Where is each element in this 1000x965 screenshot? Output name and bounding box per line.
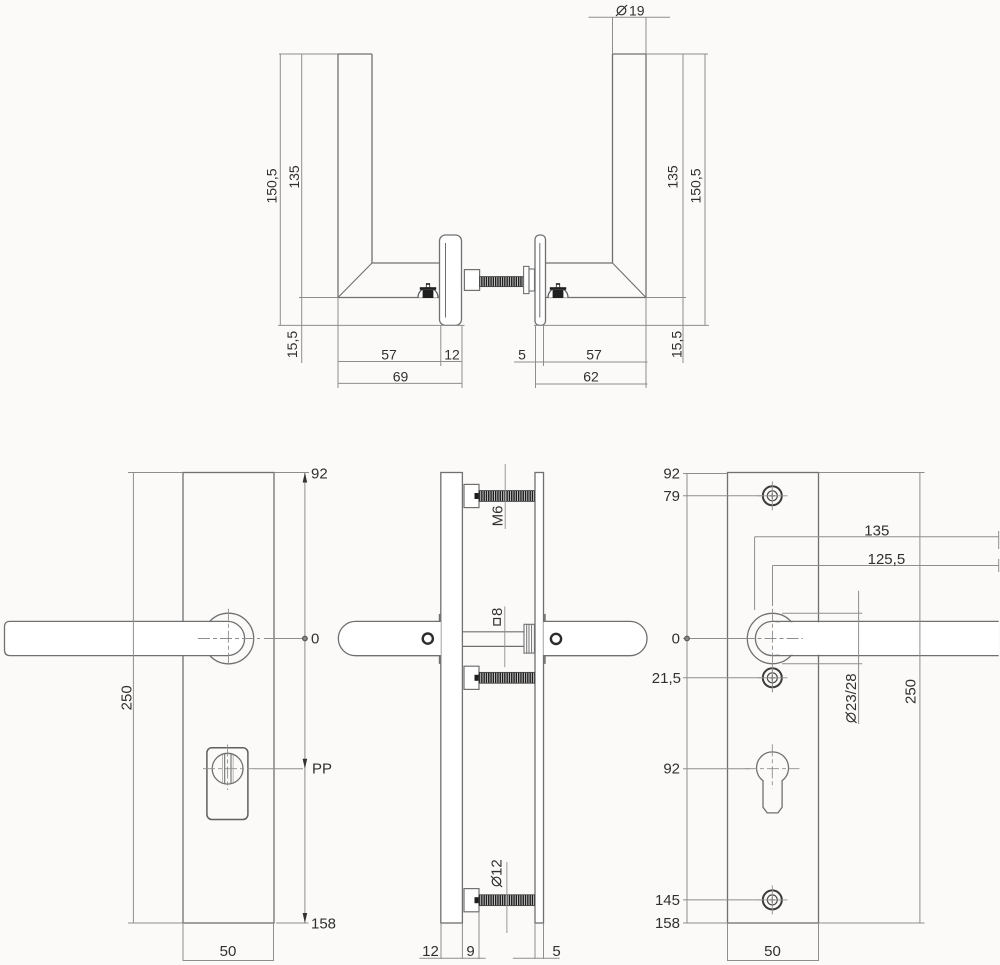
svg-text:23/28: 23/28 bbox=[843, 673, 860, 711]
svg-text:250: 250 bbox=[119, 685, 136, 710]
svg-text:12: 12 bbox=[444, 346, 460, 362]
svg-text:50: 50 bbox=[764, 943, 781, 960]
svg-text:145: 145 bbox=[655, 892, 680, 909]
svg-text:150,5: 150,5 bbox=[688, 168, 704, 203]
svg-text:135: 135 bbox=[665, 165, 681, 189]
svg-text:M6: M6 bbox=[490, 506, 507, 527]
svg-text:92: 92 bbox=[311, 466, 328, 483]
svg-text:12: 12 bbox=[489, 859, 506, 876]
svg-text:19: 19 bbox=[629, 2, 645, 18]
svg-text:50: 50 bbox=[220, 943, 237, 960]
svg-text:9: 9 bbox=[466, 943, 474, 960]
svg-text:62: 62 bbox=[583, 369, 599, 385]
svg-text:5: 5 bbox=[552, 943, 560, 960]
svg-text:250: 250 bbox=[903, 679, 920, 704]
svg-text:57: 57 bbox=[586, 347, 602, 363]
svg-text:79: 79 bbox=[663, 488, 680, 505]
svg-text:135: 135 bbox=[864, 522, 889, 539]
svg-text:125,5: 125,5 bbox=[868, 551, 906, 568]
svg-text:92: 92 bbox=[663, 761, 680, 778]
svg-text:69: 69 bbox=[393, 368, 409, 384]
svg-text:15,5: 15,5 bbox=[669, 331, 685, 358]
svg-text:0: 0 bbox=[672, 631, 680, 648]
svg-text:150,5: 150,5 bbox=[264, 168, 280, 203]
svg-text:8: 8 bbox=[489, 608, 506, 616]
svg-text:PP: PP bbox=[312, 761, 332, 778]
svg-text:0: 0 bbox=[311, 631, 319, 648]
svg-text:135: 135 bbox=[286, 165, 302, 189]
svg-text:5: 5 bbox=[518, 347, 526, 363]
svg-text:92: 92 bbox=[663, 466, 680, 483]
svg-text:21,5: 21,5 bbox=[652, 670, 681, 687]
svg-text:15,5: 15,5 bbox=[284, 331, 300, 358]
svg-text:12: 12 bbox=[422, 943, 439, 960]
svg-text:57: 57 bbox=[381, 346, 397, 362]
svg-text:158: 158 bbox=[655, 915, 680, 932]
svg-text:158: 158 bbox=[311, 916, 336, 933]
